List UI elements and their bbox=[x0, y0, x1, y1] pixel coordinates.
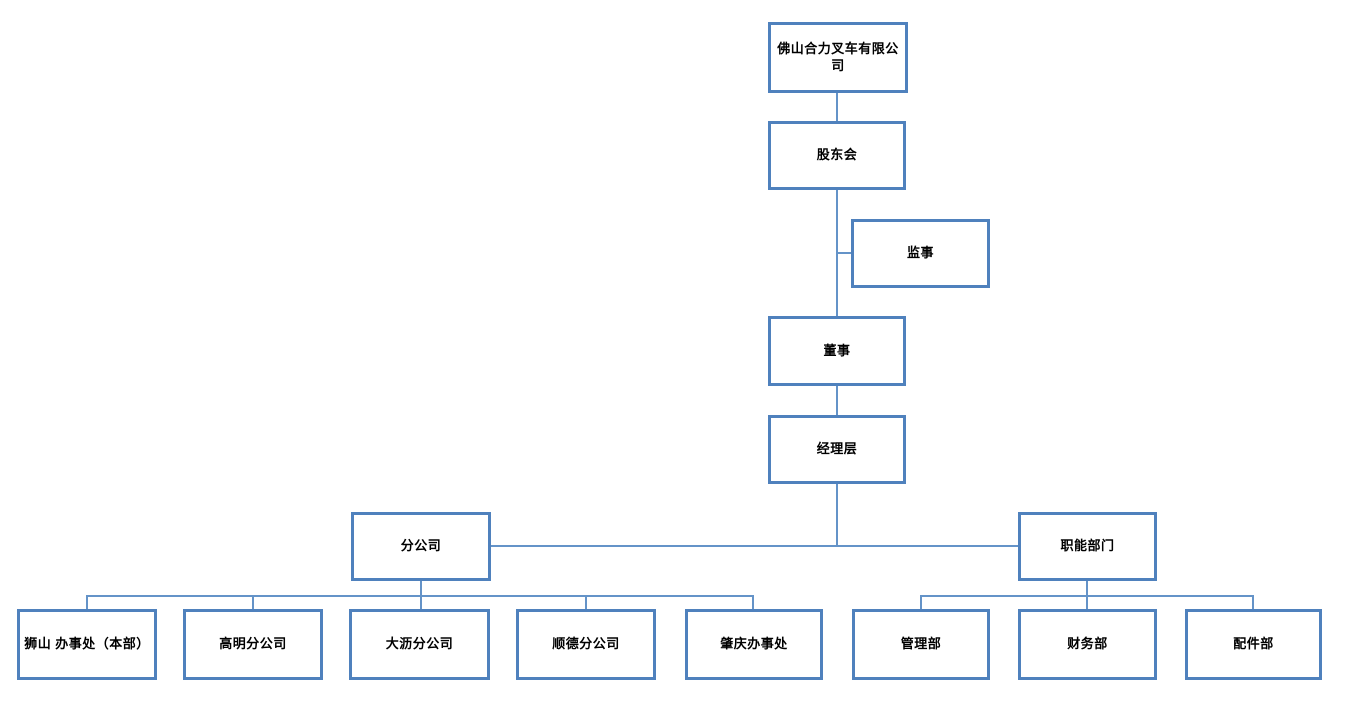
node-branch: 分公司 bbox=[351, 512, 491, 581]
node-management-dept: 管理部 bbox=[852, 609, 990, 680]
node-functional: 职能部门 bbox=[1018, 512, 1157, 581]
node-supervisor: 监事 bbox=[851, 219, 990, 288]
node-gaoming-label: 高明分公司 bbox=[219, 636, 287, 652]
node-parts-dept-label: 配件部 bbox=[1233, 636, 1274, 652]
connector-director-management bbox=[836, 385, 838, 416]
node-branch-label: 分公司 bbox=[400, 538, 442, 554]
node-shishan-label: 狮山 办事处（本部） bbox=[24, 636, 150, 652]
node-finance-dept: 财务部 bbox=[1018, 609, 1157, 680]
node-shareholders: 股东会 bbox=[768, 121, 906, 190]
connector-bus-dali bbox=[420, 595, 422, 610]
connector-bus-gaoming bbox=[252, 595, 254, 610]
connector-functional-bus bbox=[1086, 580, 1088, 597]
connector-trunk-supervisor bbox=[836, 252, 852, 254]
connector-branch-bus bbox=[420, 580, 422, 597]
connector-bus-zhaoqing bbox=[752, 595, 754, 610]
node-shunde: 顺德分公司 bbox=[516, 609, 656, 680]
node-management-label: 经理层 bbox=[816, 441, 858, 457]
node-shareholders-label: 股东会 bbox=[816, 147, 858, 163]
connector-bus-shunde bbox=[585, 595, 587, 610]
node-director: 董事 bbox=[768, 316, 906, 386]
connector-company-shareholders bbox=[836, 92, 838, 122]
node-director-label: 董事 bbox=[823, 342, 851, 358]
node-zhaoqing-label: 肇庆办事处 bbox=[720, 636, 788, 652]
node-finance-dept-label: 财务部 bbox=[1067, 636, 1108, 652]
connector-management-split bbox=[836, 483, 838, 546]
node-functional-label: 职能部门 bbox=[1060, 538, 1115, 554]
node-supervisor-label: 监事 bbox=[906, 245, 934, 261]
connector-branch-functional bbox=[489, 545, 1019, 547]
connector-bus-finance-dept bbox=[1086, 595, 1088, 610]
node-dali-label: 大沥分公司 bbox=[385, 636, 454, 652]
connector-bus-parts-dept bbox=[1252, 595, 1254, 610]
node-company-label: 佛山合力叉车有限公司 bbox=[777, 41, 899, 73]
node-parts-dept: 配件部 bbox=[1185, 609, 1322, 680]
node-management-dept-label: 管理部 bbox=[900, 636, 942, 652]
node-shishan: 狮山 办事处（本部） bbox=[17, 609, 157, 680]
connector-bus-management-dept bbox=[920, 595, 922, 610]
connector-bus-shishan bbox=[86, 595, 88, 610]
node-company: 佛山合力叉车有限公司 bbox=[768, 22, 908, 93]
node-shunde-label: 顺德分公司 bbox=[552, 636, 620, 652]
node-management: 经理层 bbox=[768, 415, 906, 484]
node-gaoming: 高明分公司 bbox=[183, 609, 323, 680]
node-zhaoqing: 肇庆办事处 bbox=[685, 609, 823, 680]
node-dali: 大沥分公司 bbox=[349, 609, 490, 680]
